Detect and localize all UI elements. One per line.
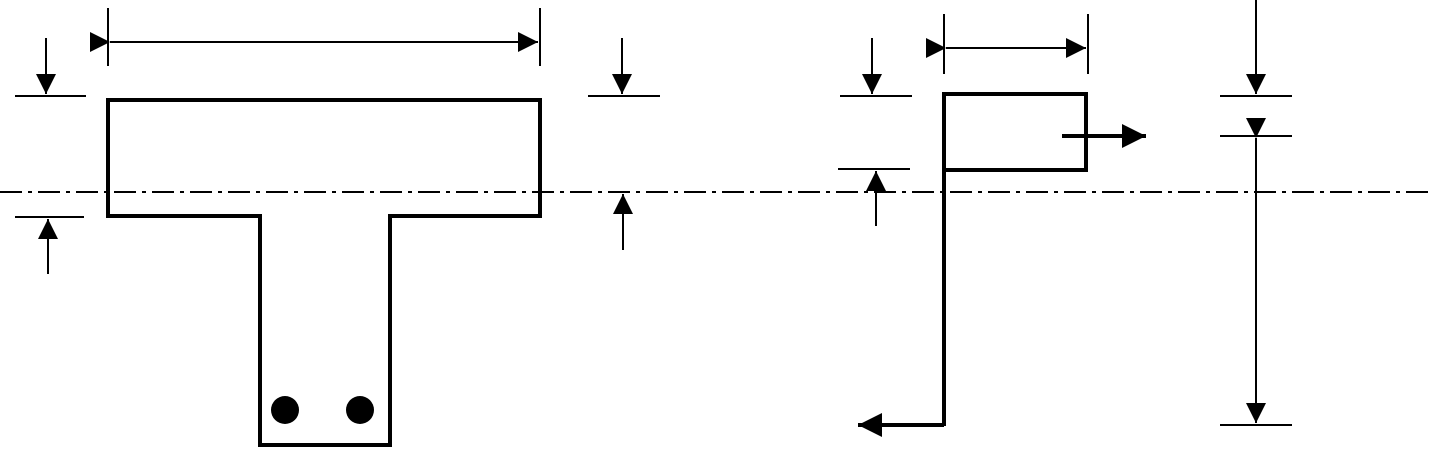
flange-depth-dimension — [588, 38, 660, 250]
flange-width-dimension — [90, 8, 541, 66]
reinforcement-bar-right — [346, 396, 374, 424]
lever-arm-dimension — [1220, 0, 1292, 426]
reinforcement-bar-left — [271, 396, 299, 424]
left-depth-dimension — [15, 38, 86, 274]
compression-block — [942, 92, 1088, 172]
block-depth-dimension — [838, 38, 912, 226]
t-beam-cross-section — [106, 98, 542, 447]
stress-diagram — [858, 92, 1146, 437]
block-width-dimension — [926, 14, 1089, 74]
t-beam-outline — [106, 98, 542, 447]
